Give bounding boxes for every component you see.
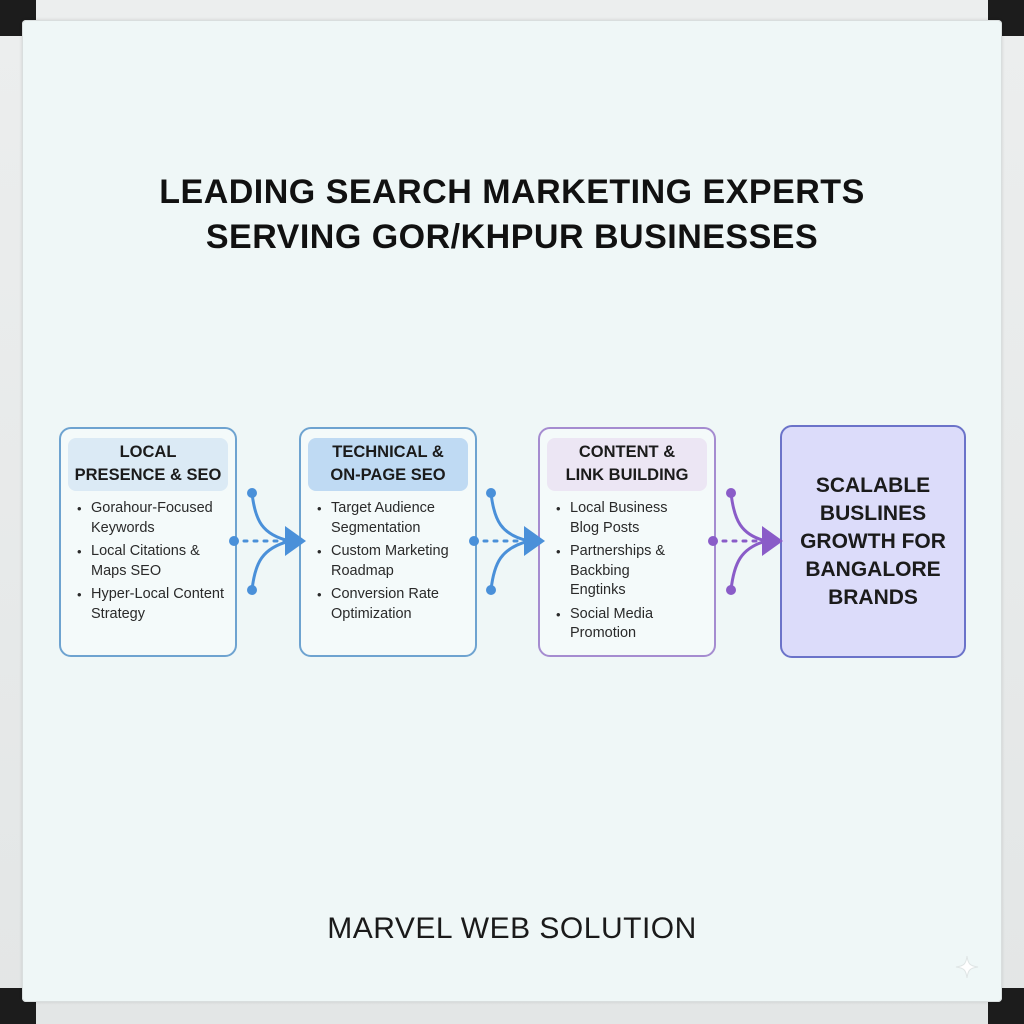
arrow-right-icon — [469, 488, 545, 595]
sparkle-icon — [955, 955, 979, 979]
card-heading-line: LOCAL — [119, 443, 177, 461]
card-technical-seo: TECHNICAL & ON-PAGE SEO Target AudienceS… — [299, 427, 477, 657]
card-heading: LOCAL PRESENCE & SEO — [68, 438, 228, 491]
arrow-right-icon — [708, 488, 783, 595]
card-heading-line: TECHNICAL & — [332, 443, 444, 461]
card-heading-line: PRESENCE & SEO — [74, 466, 222, 484]
card-heading-line: ON-PAGE SEO — [330, 466, 446, 484]
card-heading: CONTENT & LINK BUILDING — [547, 438, 707, 491]
final-text: SCALABLE BUSLINES GROWTH FOR BANGALORE B… — [800, 473, 946, 609]
list-item: Local Citations &Maps SEO — [75, 542, 235, 581]
title-line-1: LEADING SEARCH MARKETING EXPERTS — [159, 173, 865, 211]
card-local-presence: LOCAL PRESENCE & SEO Gorahour-FocusedKey… — [59, 427, 237, 657]
arrow-right-icon — [229, 488, 306, 595]
title-line-2: SERVING GOR/KHPUR BUSINESSES — [205, 218, 819, 256]
card-heading: TECHNICAL & ON-PAGE SEO — [308, 438, 468, 491]
card-content-link-building: CONTENT & LINK BUILDING Local BusinessBl… — [538, 427, 716, 657]
page-title: LEADING SEARCH MARKETING EXPERTS SERVING… — [0, 170, 1024, 260]
footer-brand: MARVEL WEB SOLUTION — [327, 912, 697, 945]
card-heading-line: CONTENT & — [578, 443, 676, 461]
card-heading-line: LINK BUILDING — [565, 466, 689, 484]
